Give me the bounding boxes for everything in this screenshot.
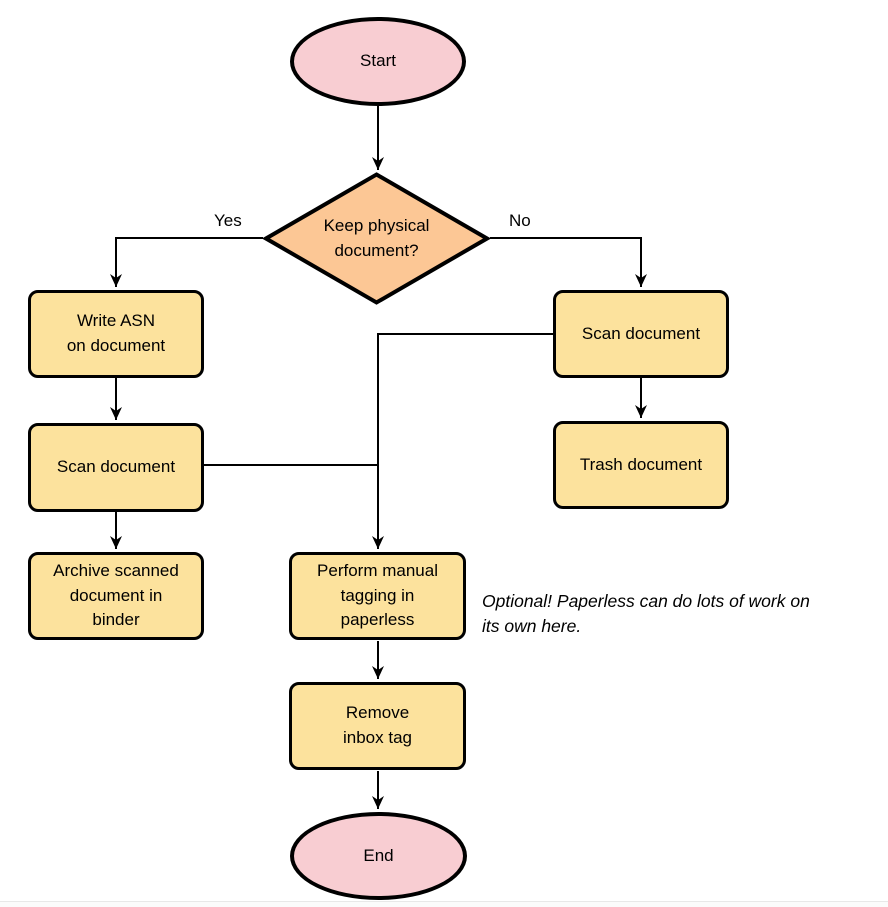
node-archive-binder-label: Archive scanned document in binder: [53, 561, 179, 630]
node-archive-binder: Archive scanned document in binder: [28, 552, 204, 640]
node-start-label: Start: [360, 51, 396, 71]
page-bottom-divider: [0, 901, 888, 902]
node-write-asn: Write ASN on document: [28, 290, 204, 378]
node-scan-document-right-label: Scan document: [581, 323, 701, 343]
node-trash-document: Trash document: [553, 421, 729, 509]
node-write-asn-label: Write ASN on document: [66, 311, 166, 355]
node-scan-document-left: Scan document: [28, 423, 204, 512]
node-remove-inbox-tag: Remove inbox tag: [289, 682, 466, 770]
node-scan-document-left-label: Scan document: [56, 457, 176, 477]
optional-note: Optional! Paperless can do lots of work …: [482, 591, 810, 636]
node-manual-tagging: Perform manual tagging in paperless: [289, 552, 466, 640]
page-bottom-margin: [0, 902, 888, 907]
edge-label-yes: Yes: [212, 211, 244, 231]
node-decision-label: Keep physical document?: [323, 215, 430, 260]
node-trash-document-label: Trash document: [579, 454, 703, 474]
edge-decision-yes-to-write-asn: [110, 237, 263, 287]
node-decision-keep-physical: Keep physical document?: [263, 172, 490, 305]
node-scan-document-right: Scan document: [553, 290, 729, 378]
node-manual-tagging-label: Perform manual tagging in paperless: [317, 561, 438, 630]
edge-label-no: No: [507, 211, 533, 231]
node-end-label: End: [363, 845, 394, 865]
node-remove-inbox-tag-label: Remove inbox tag: [343, 703, 412, 747]
diamond-shape: [263, 172, 490, 305]
node-start: Start: [290, 17, 466, 106]
edge-scan-right-to-tagging: [372, 333, 553, 549]
node-end: End: [290, 812, 467, 900]
edge-decision-no-to-scan-right: [490, 237, 647, 287]
